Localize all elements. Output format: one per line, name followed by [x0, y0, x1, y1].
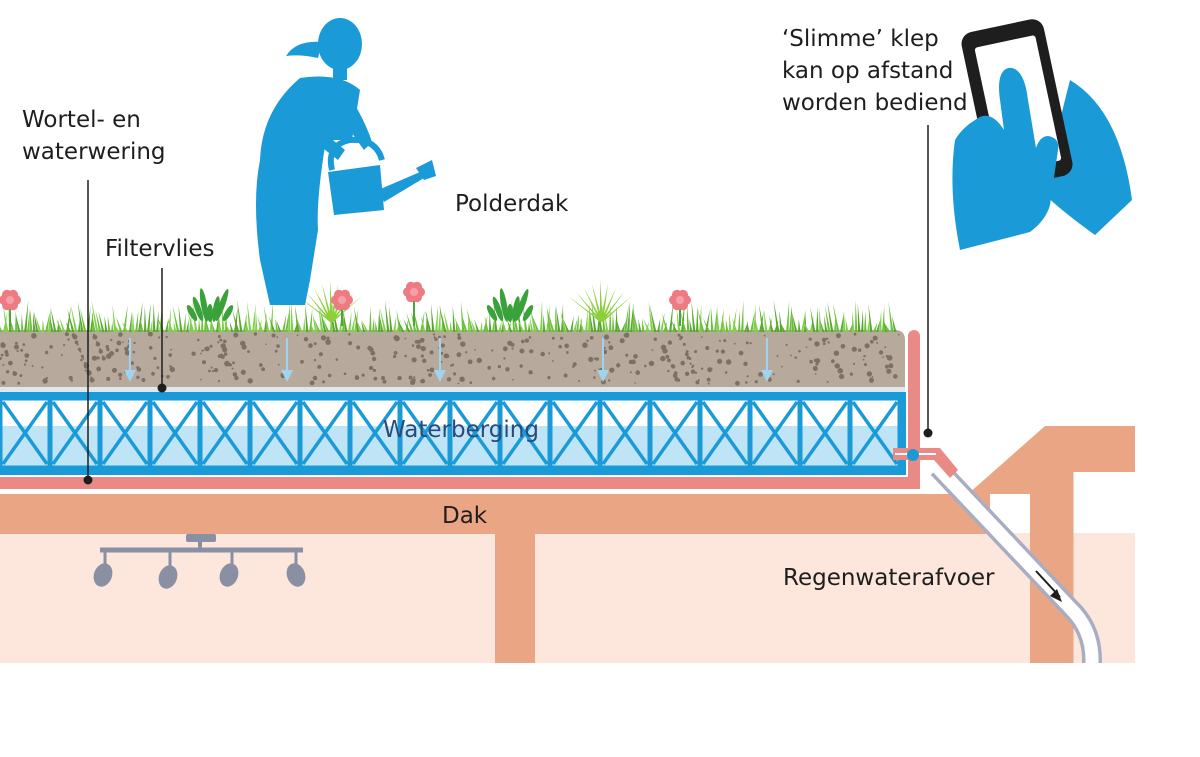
roof-label: Dak	[442, 503, 488, 529]
grass-tuft-icon	[568, 280, 632, 322]
root-barrier-label: Wortel- en waterwering	[22, 104, 166, 168]
smart-valve-icon	[893, 448, 958, 478]
plant-icon	[486, 288, 534, 322]
root-barrier-upstand	[908, 330, 920, 489]
flower-icon	[0, 289, 21, 326]
water-storage-crate	[0, 392, 906, 475]
grass-layer	[0, 300, 897, 332]
roof-edge	[968, 426, 1135, 663]
arrow-down-icon	[761, 338, 773, 382]
arrow-down-icon	[281, 338, 293, 382]
smart-valve-label-line2: kan op afstand	[782, 58, 954, 84]
roof-beam	[495, 530, 535, 663]
building-interior	[0, 533, 1135, 663]
filter-fleece	[0, 387, 905, 392]
arrow-down-icon	[434, 338, 446, 382]
polder-roof-label: Polderdak	[455, 191, 569, 217]
hand-phone-icon	[952, 19, 1132, 250]
smart-valve-label-line3: worden bediend	[782, 90, 968, 116]
woman-watering-icon	[256, 18, 372, 305]
flower-icon	[403, 281, 425, 326]
flower-icon	[331, 289, 353, 326]
drain-pipe	[930, 461, 1102, 663]
roof-slab	[0, 494, 990, 534]
flower-icon	[669, 289, 691, 326]
water-storage-label: Waterberging	[383, 417, 539, 443]
infiltration-arrows	[124, 338, 773, 382]
watering-can-icon	[327, 136, 436, 215]
drain-label: Regenwaterafvoer	[783, 565, 995, 591]
leader-lines	[83, 125, 933, 485]
smart-valve-label-line1: ‘Slimme’ klep	[782, 26, 939, 52]
root-barrier-label-line1: Wortel- en	[22, 107, 141, 133]
plants	[0, 280, 691, 326]
root-barrier-layer	[0, 477, 920, 489]
arrow-down-icon	[124, 338, 136, 382]
soil-layer	[0, 330, 905, 387]
plant-icon	[186, 288, 234, 322]
smart-valve-label: ‘Slimme’ klep kan op afstand worden bedi…	[782, 23, 968, 119]
root-barrier-label-line2: waterwering	[22, 139, 166, 165]
filter-fleece-label: Filtervlies	[105, 236, 215, 262]
ceiling-lamp-icon	[93, 534, 306, 589]
arrow-down-icon	[597, 338, 609, 382]
